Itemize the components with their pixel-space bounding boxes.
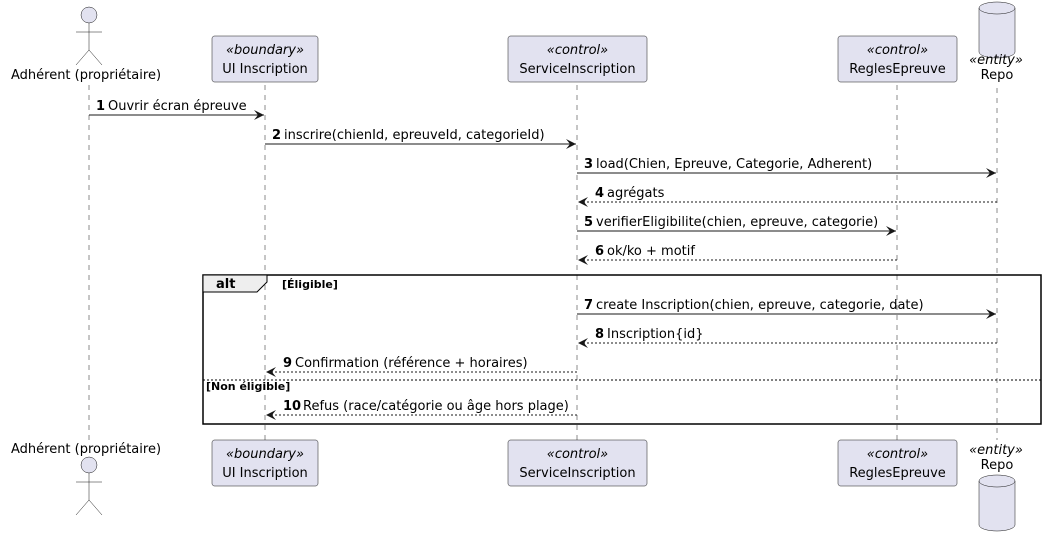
message-number: 1 — [96, 99, 105, 114]
participant-box — [507, 35, 648, 83]
alt-fragment: alt [Éligible] [Non éligible] — [202, 274, 1042, 425]
participant-box — [507, 439, 648, 487]
message-number: 6 — [595, 244, 604, 259]
message-number: 9 — [283, 356, 292, 371]
participant-label: ServiceInscription — [519, 62, 635, 77]
fragment-frame — [202, 274, 1042, 425]
participant-label: Repo — [981, 68, 1014, 83]
message-label: verifierEligibilite(chien, epreuve, cate… — [596, 215, 878, 230]
message-label: create Inscription(chien, epreuve, categ… — [596, 298, 924, 313]
participant-box — [837, 35, 958, 83]
message-label: Inscription{id} — [607, 327, 704, 342]
message-number: 7 — [584, 298, 593, 313]
participant-label: Repo — [981, 458, 1014, 473]
fragment-condition: [Non éligible] — [206, 380, 290, 393]
message-number: 5 — [584, 215, 593, 230]
participant-stereotype: «entity» — [969, 443, 1023, 458]
message-label: Confirmation (référence + horaires) — [295, 356, 528, 371]
participant-stereotype: «boundary» — [226, 447, 304, 462]
participant-label: Adhérent (propriétaire) — [11, 442, 161, 457]
participant-label: ServiceInscription — [519, 466, 635, 481]
participant-box — [211, 35, 319, 83]
participant-adherent-top: Adhérent (propriétaire) — [11, 6, 161, 83]
participant-service-bottom: «control» ServiceInscription — [507, 439, 648, 487]
participant-label: UI Inscription — [222, 466, 308, 481]
participant-stereotype: «control» — [867, 43, 928, 58]
actor-figure-icon — [80, 456, 98, 474]
participant-label: ReglesEpreuve — [849, 466, 946, 481]
message-number: 3 — [584, 157, 593, 172]
participant-regles-bottom: «control» ReglesEpreuve — [837, 439, 958, 487]
message-number: 8 — [595, 327, 604, 342]
message-label: Ouvrir écran épreuve — [108, 99, 247, 114]
fragment-tab — [202, 274, 268, 293]
message-number: 4 — [595, 186, 604, 201]
participant-stereotype: «control» — [547, 447, 608, 462]
message-label: load(Chien, Epreuve, Categorie, Adherent… — [596, 157, 872, 172]
participant-stereotype: «control» — [867, 447, 928, 462]
message-label: Refus (race/catégorie ou âge hors plage) — [303, 399, 569, 414]
message-label: ok/ko + motif — [607, 244, 695, 259]
participant-adherent-bottom: Adhérent (propriétaire) — [11, 442, 161, 516]
participant-label: ReglesEpreuve — [849, 62, 946, 77]
participant-box — [211, 439, 319, 487]
participant-ui-bottom: «boundary» UI Inscription — [211, 439, 319, 487]
participant-stereotype: «control» — [547, 43, 608, 58]
participant-stereotype: «boundary» — [226, 43, 304, 58]
participant-repo-bottom: «entity»Repo — [969, 443, 1023, 532]
message-label: inscrire(chienId, epreuveId, categorieId… — [284, 128, 545, 143]
participant-label: UI Inscription — [222, 62, 308, 77]
participant-service-top: «control» ServiceInscription — [507, 35, 648, 83]
database-icon — [978, 474, 1016, 532]
message-number: 2 — [272, 128, 281, 143]
participant-regles-top: «control» ReglesEpreuve — [837, 35, 958, 83]
participant-repo-top: «entity»Repo — [969, 1, 1023, 83]
database-icon — [978, 1, 1016, 59]
fragment-condition: [Éligible] — [282, 278, 338, 291]
participant-box — [837, 439, 958, 487]
actor-figure-icon — [80, 6, 98, 24]
participant-label: Adhérent (propriétaire) — [11, 68, 161, 83]
fragment-keyword: alt — [216, 277, 235, 292]
message-label: agrégats — [607, 186, 665, 201]
message-number: 10 — [283, 399, 301, 414]
participants: Adhérent (propriétaire) Adhérent (proprié… — [11, 1, 1023, 532]
lifelines — [88, 85, 998, 440]
participant-stereotype: «entity» — [969, 53, 1023, 68]
participant-ui-top: «boundary» UI Inscription — [211, 35, 319, 83]
